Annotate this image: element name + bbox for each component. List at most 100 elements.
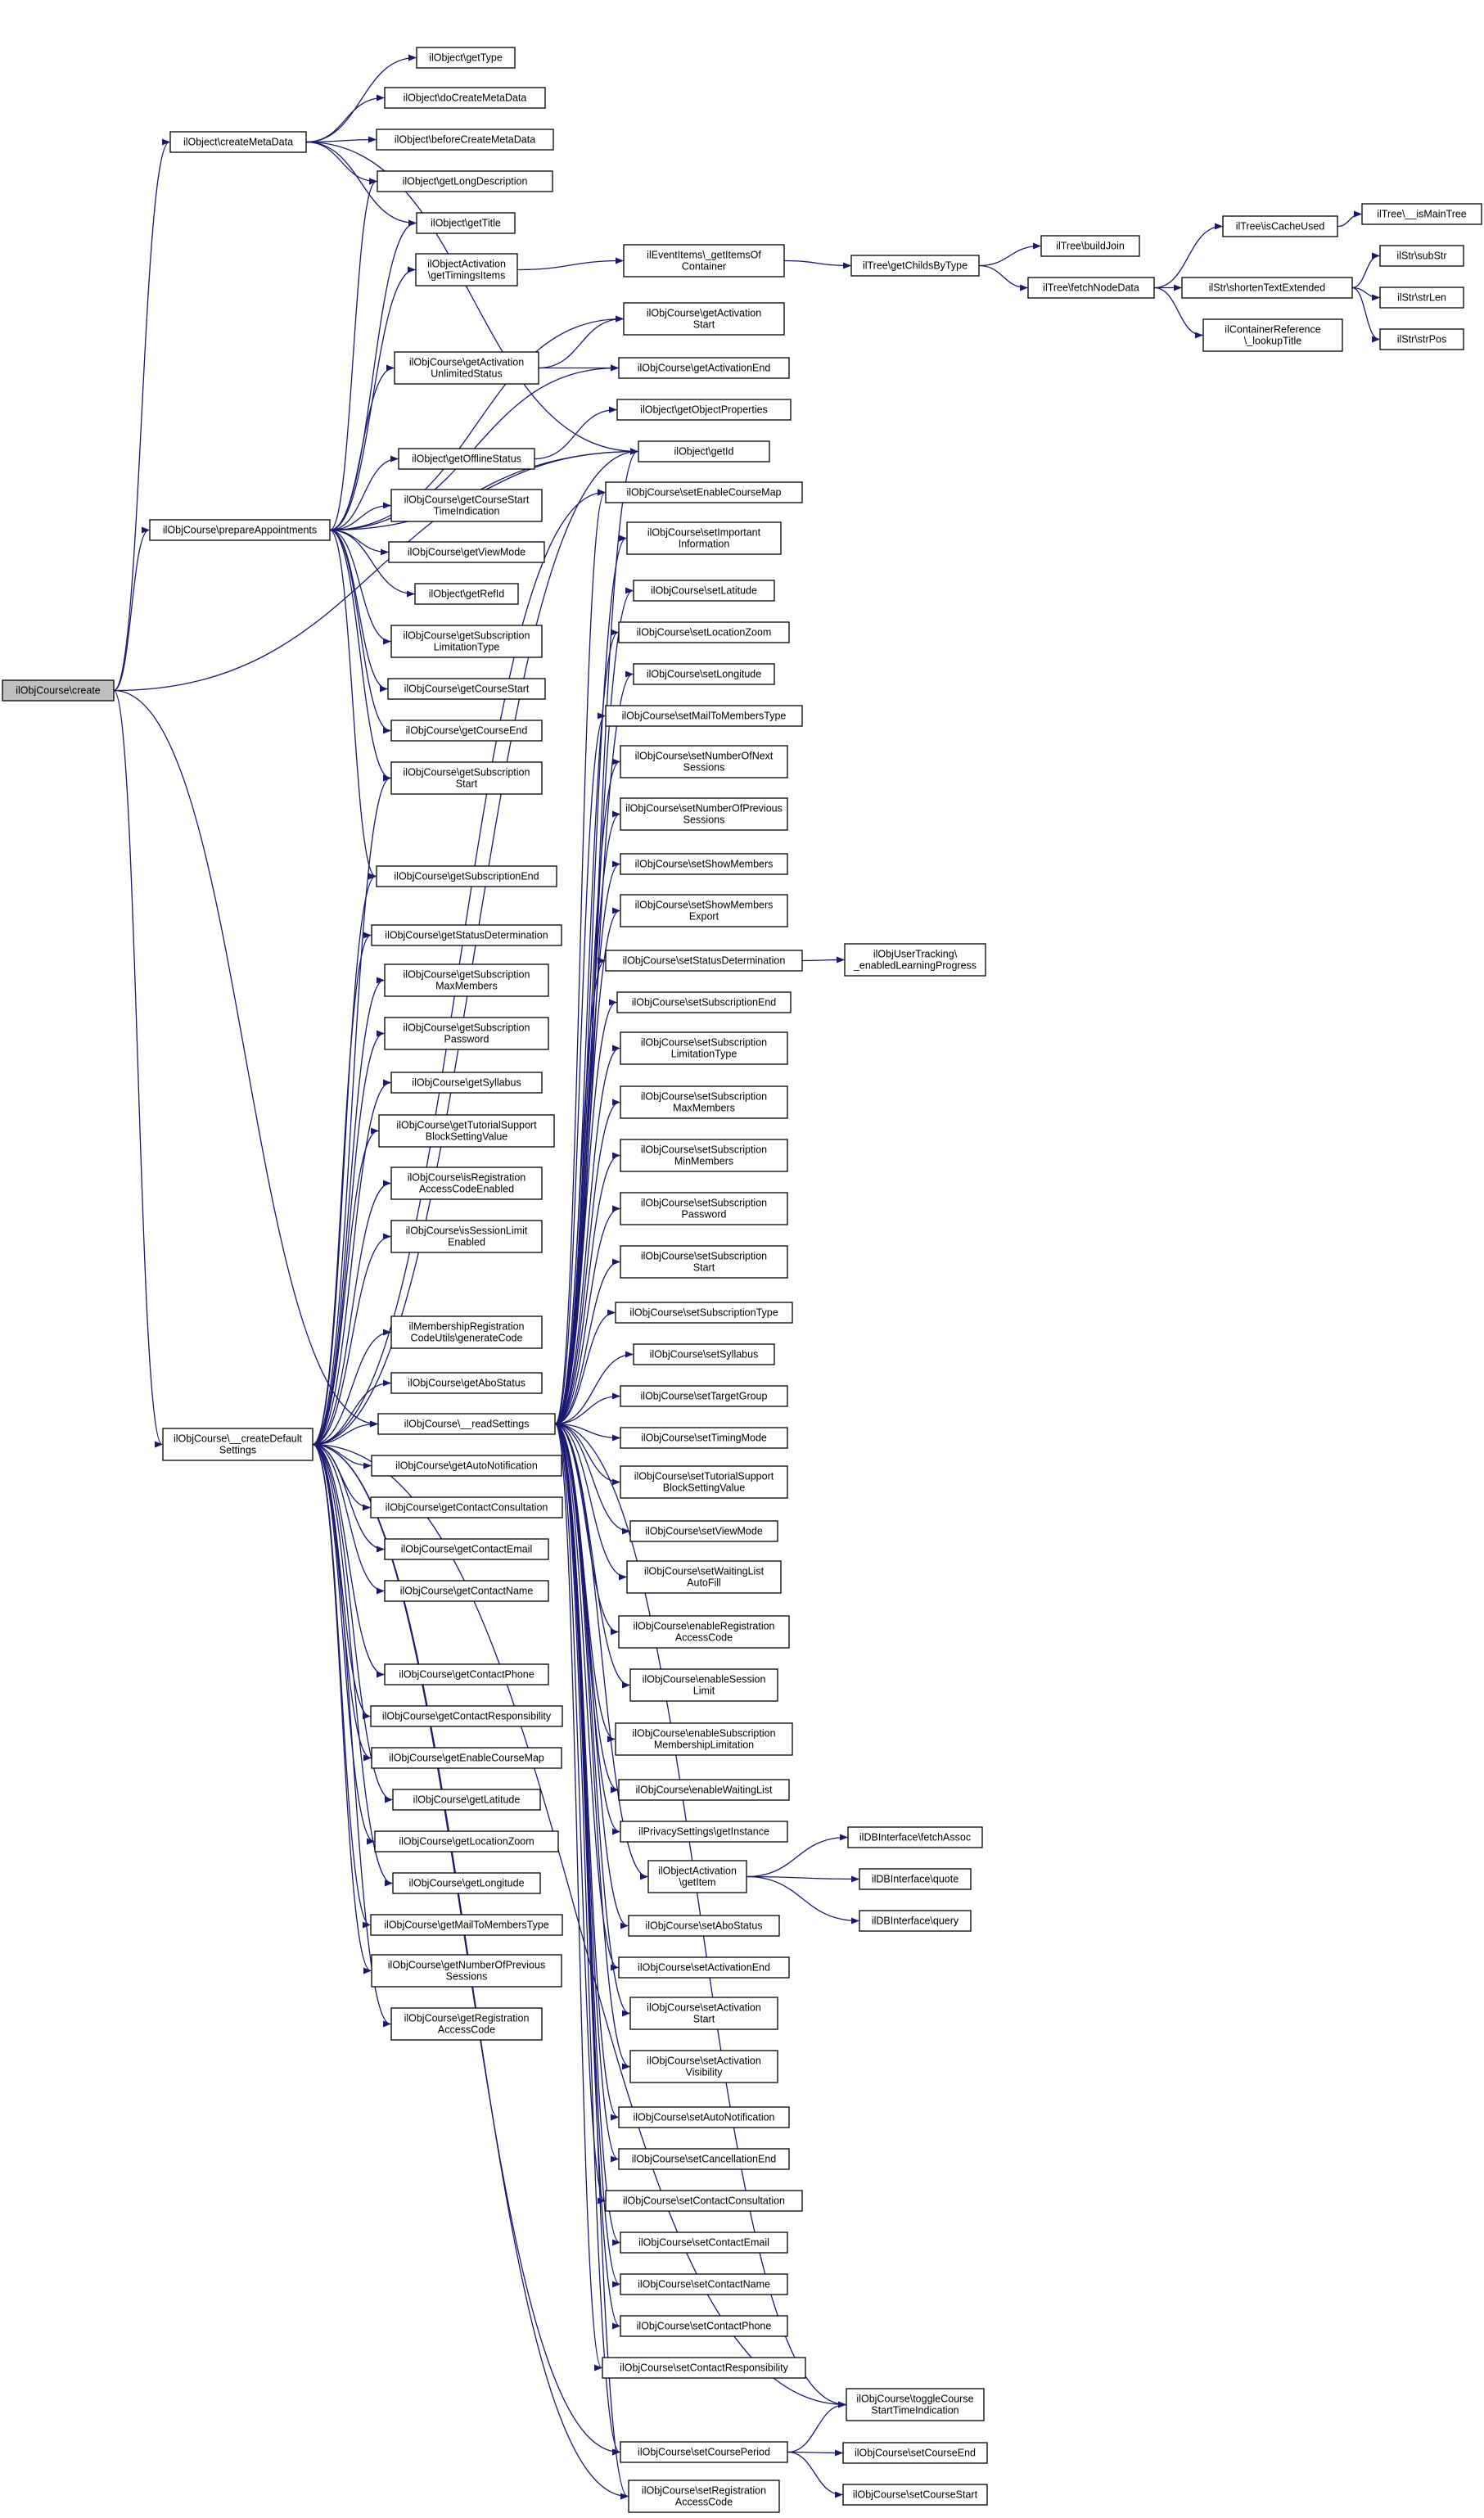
graph-node-get-instance[interactable]: ilPrivacySettings\getInstance bbox=[620, 1821, 788, 1843]
graph-node-get-course-end[interactable]: ilObjCourse\getCourseEnd bbox=[390, 720, 543, 742]
graph-node-get-type[interactable]: ilObject\getType bbox=[416, 47, 516, 69]
graph-node-lookup-title[interactable]: ilContainerReference\_lookupTitle bbox=[1202, 318, 1343, 352]
graph-node-get-syllabus[interactable]: ilObjCourse\getSyllabus bbox=[390, 1072, 543, 1094]
graph-node-set-show-members[interactable]: ilObjCourse\setShowMembers bbox=[620, 853, 788, 875]
graph-node-enable-waiting-list[interactable]: ilObjCourse\enableWaitingList bbox=[618, 1779, 790, 1801]
graph-node-set-contact-responsibility[interactable]: ilObjCourse\setContactResponsibility bbox=[602, 2357, 806, 2379]
graph-node-get-object-properties[interactable]: ilObject\getObjectProperties bbox=[616, 399, 792, 421]
graph-node-sub-str[interactable]: ilStr\subStr bbox=[1379, 245, 1464, 267]
graph-node-set-subscription-end[interactable]: ilObjCourse\setSubscriptionEnd bbox=[616, 991, 792, 1013]
graph-node-read-settings[interactable]: ilObjCourse\__readSettings bbox=[377, 1413, 556, 1435]
graph-node-set-tutorial-support-block-setting-value[interactable]: ilObjCourse\setTutorialSupportBlockSetti… bbox=[620, 1465, 788, 1499]
graph-node-enable-subscription-membership-limitation[interactable]: ilObjCourse\enableSubscriptionMembership… bbox=[615, 1722, 793, 1756]
graph-node-get-title[interactable]: ilObject\getTitle bbox=[416, 212, 516, 234]
graph-node-get-id[interactable]: ilObject\getId bbox=[638, 440, 770, 463]
graph-node-get-contact-consultation[interactable]: ilObjCourse\getContactConsultation bbox=[370, 1496, 563, 1518]
graph-node-is-main-tree[interactable]: ilTree\__isMainTree bbox=[1361, 203, 1482, 225]
graph-node-build-join[interactable]: ilTree\buildJoin bbox=[1040, 235, 1140, 257]
graph-node-set-location-zoom[interactable]: ilObjCourse\setLocationZoom bbox=[618, 621, 790, 643]
graph-node-str-len[interactable]: ilStr\strLen bbox=[1379, 287, 1464, 309]
graph-node-set-auto-notification[interactable]: ilObjCourse\setAutoNotification bbox=[618, 2106, 790, 2128]
graph-node-set-status-determination[interactable]: ilObjCourse\setStatusDetermination bbox=[605, 950, 803, 972]
graph-node-get-contact-name[interactable]: ilObjCourse\getContactName bbox=[384, 1580, 549, 1602]
graph-node-fetch-node-data[interactable]: ilTree\fetchNodeData bbox=[1027, 277, 1155, 299]
graph-node-fetch-assoc[interactable]: ilDBInterface\fetchAssoc bbox=[847, 1826, 983, 1848]
graph-node-set-cancellation-end[interactable]: ilObjCourse\setCancellationEnd bbox=[618, 2148, 790, 2170]
graph-node-get-item[interactable]: ilObjectActivation\getItem bbox=[647, 1860, 747, 1893]
graph-node-get-abo-status[interactable]: ilObjCourse\getAboStatus bbox=[390, 1372, 543, 1394]
graph-node-create-meta-data[interactable]: ilObject\createMetaData bbox=[169, 131, 307, 153]
graph-node-is-cache-used[interactable]: ilTree\isCacheUsed bbox=[1222, 215, 1338, 237]
graph-node-root[interactable]: ilObjCourse\create bbox=[2, 679, 115, 702]
graph-node-set-mail-to-members-type[interactable]: ilObjCourse\setMailToMembersType bbox=[605, 705, 803, 727]
graph-node-set-activation-end[interactable]: ilObjCourse\setActivationEnd bbox=[618, 1956, 790, 1979]
graph-node-get-enable-course-map[interactable]: ilObjCourse\getEnableCourseMap bbox=[371, 1747, 562, 1769]
graph-node-shorten-text-extended[interactable]: ilStr\shortenTextExtended bbox=[1181, 277, 1353, 299]
graph-node-is-registration-access-code-enabled[interactable]: ilObjCourse\isRegistrationAccessCodeEnab… bbox=[390, 1166, 543, 1200]
graph-node-get-tutorial-support-block-setting-value[interactable]: ilObjCourse\getTutorialSupportBlockSetti… bbox=[378, 1114, 555, 1148]
graph-node-set-contact-email[interactable]: ilObjCourse\setContactEmail bbox=[620, 2231, 788, 2254]
graph-node-get-long-description[interactable]: ilObject\getLongDescription bbox=[377, 170, 553, 192]
graph-node-set-subscription-type[interactable]: ilObjCourse\setSubscriptionType bbox=[615, 1302, 793, 1324]
graph-node-get-ref-id[interactable]: ilObject\getRefId bbox=[414, 583, 519, 605]
graph-node-get-auto-notification[interactable]: ilObjCourse\getAutoNotification bbox=[371, 1455, 562, 1477]
graph-node-before-create-meta-data[interactable]: ilObject\beforeCreateMetaData bbox=[376, 129, 554, 151]
graph-node-set-contact-consultation[interactable]: ilObjCourse\setContactConsultation bbox=[605, 2190, 803, 2212]
graph-node-get-childs-by-type[interactable]: ilTree\getChildsByType bbox=[850, 255, 980, 277]
graph-node-set-view-mode[interactable]: ilObjCourse\setViewMode bbox=[629, 1520, 778, 1542]
graph-node-set-course-period[interactable]: ilObjCourse\setCoursePeriod bbox=[620, 2441, 788, 2463]
graph-node-set-contact-phone[interactable]: ilObjCourse\setContactPhone bbox=[620, 2315, 788, 2337]
graph-node-get-contact-responsibility[interactable]: ilObjCourse\getContactResponsibility bbox=[370, 1705, 563, 1727]
graph-node-set-longitude[interactable]: ilObjCourse\setLongitude bbox=[633, 663, 775, 685]
graph-node-set-course-start[interactable]: ilObjCourse\setCourseStart bbox=[842, 2484, 988, 2506]
graph-node-get-subscription-limitation-type[interactable]: ilObjCourse\getSubscriptionLimitationTyp… bbox=[390, 625, 543, 658]
graph-node-prepare-appointments[interactable]: ilObjCourse\prepareAppointments bbox=[149, 519, 331, 541]
graph-node-set-syllabus[interactable]: ilObjCourse\setSyllabus bbox=[633, 1343, 775, 1365]
graph-node-get-contact-phone[interactable]: ilObjCourse\getContactPhone bbox=[384, 1663, 549, 1685]
graph-node-get-status-determination[interactable]: ilObjCourse\getStatusDetermination bbox=[371, 924, 562, 946]
graph-node-set-target-group[interactable]: ilObjCourse\setTargetGroup bbox=[620, 1385, 788, 1407]
graph-node-get-course-start[interactable]: ilObjCourse\getCourseStart bbox=[387, 678, 546, 700]
graph-node-str-pos[interactable]: ilStr\strPos bbox=[1379, 328, 1464, 350]
graph-node-get-contact-email[interactable]: ilObjCourse\getContactEmail bbox=[384, 1538, 549, 1560]
graph-node-set-timing-mode[interactable]: ilObjCourse\setTimingMode bbox=[620, 1427, 788, 1449]
graph-node-get-timings-items[interactable]: ilObjectActivation\getTimingsItems bbox=[415, 253, 518, 287]
graph-node-get-view-mode[interactable]: ilObjCourse\getViewMode bbox=[388, 541, 545, 563]
graph-node-set-subscription-limitation-type[interactable]: ilObjCourse\setSubscriptionLimitationTyp… bbox=[620, 1031, 788, 1065]
graph-node-get-subscription-end[interactable]: ilObjCourse\getSubscriptionEnd bbox=[376, 865, 557, 887]
graph-node-enabled-learning-progress[interactable]: ilObjUserTracking\_enabledLearningProgre… bbox=[844, 943, 986, 977]
graph-node-get-location-zoom[interactable]: ilObjCourse\getLocationZoom bbox=[374, 1830, 559, 1852]
graph-node-quote[interactable]: ilDBInterface\quote bbox=[859, 1868, 972, 1890]
graph-node-set-course-end[interactable]: ilObjCourse\setCourseEnd bbox=[842, 2442, 988, 2464]
graph-node-get-latitude[interactable]: ilObjCourse\getLatitude bbox=[392, 1789, 541, 1811]
graph-node-do-create-meta-data[interactable]: ilObject\doCreateMetaData bbox=[384, 87, 546, 109]
graph-node-generate-code[interactable]: ilMembershipRegistrationCodeUtils\genera… bbox=[390, 1315, 543, 1349]
graph-node-get-mail-to-members-type[interactable]: ilObjCourse\getMailToMembersType bbox=[370, 1914, 563, 1936]
graph-node-toggle-course-start-time-indication[interactable]: ilObjCourse\toggleCourseStartTimeIndicat… bbox=[846, 2388, 985, 2421]
graph-node-set-latitude[interactable]: ilObjCourse\setLatitude bbox=[633, 580, 775, 602]
